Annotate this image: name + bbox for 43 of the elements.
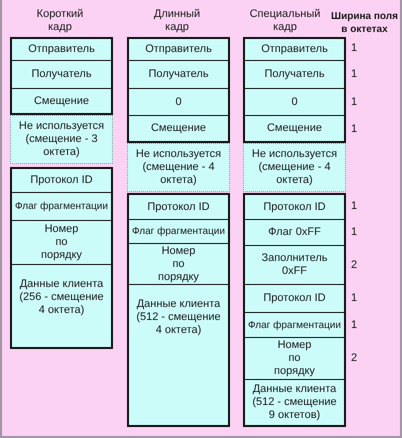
octet-width: 1 [351, 123, 358, 136]
frame-field: Флаг фрагментации [10, 193, 113, 221]
column-heading: Длинный кадр [154, 8, 200, 34]
frame-field: Протокол ID [243, 193, 346, 220]
octet-width: 1 [351, 68, 358, 81]
column-heading: Ширина поля в октетах [330, 10, 399, 36]
frame-field: Смещение [10, 89, 113, 115]
frame-field: Протокол ID [127, 193, 230, 220]
frame-field: Протокол ID [10, 167, 113, 193]
frame-field: Флаг фрагментации [127, 220, 230, 244]
frame-field: Отправитель [243, 37, 346, 61]
octet-width: 1 [351, 200, 358, 213]
unused-field: Не используется (смещение - 4 октета) [243, 143, 346, 192]
octet-width: 1 [351, 292, 358, 305]
frame-field: Смещение [127, 116, 230, 143]
frame-field: Номер по порядку [10, 221, 113, 265]
frame-field: Данные клиента (512 - смещение 9 октетов) [243, 380, 346, 427]
frame-field: Отправитель [10, 37, 113, 61]
frame-field: Флаг фрагментации [243, 313, 346, 338]
octet-width: 1 [351, 96, 358, 109]
frame-field: Получатель [10, 61, 113, 89]
frame-field: Номер по порядку [127, 244, 230, 285]
frame-field: 0 [243, 89, 346, 116]
column-heading: Специальный кадр [250, 8, 320, 34]
unused-field: Не используется (смещение - 4 октета) [127, 143, 230, 192]
frame-field: Получатель [243, 61, 346, 89]
frame-field: Флаг 0xFF [243, 220, 346, 246]
column-heading: Короткий кадр [36, 8, 84, 34]
octet-width: 2 [351, 352, 358, 365]
frame-field: Данные клиента (512 - смещение 4 октета) [127, 285, 230, 427]
frame-field: Данные клиента (256 - смещение 4 октета) [10, 265, 113, 349]
unused-field: Не используется (смещение - 3 октета) [10, 115, 113, 164]
octet-width: 2 [351, 259, 358, 272]
frame-field: Протокол ID [243, 285, 346, 313]
frame-field: 0 [127, 89, 230, 116]
frame-field: Номер по порядку [243, 338, 346, 380]
frame-field: Заполнитель 0xFF [243, 246, 346, 285]
octet-width: 1 [351, 319, 358, 332]
frame-field: Отправитель [127, 37, 230, 61]
octet-width: 1 [351, 226, 358, 239]
frame-field: Получатель [127, 61, 230, 89]
frame-field: Смещение [243, 116, 346, 143]
octet-width: 1 [351, 42, 358, 55]
